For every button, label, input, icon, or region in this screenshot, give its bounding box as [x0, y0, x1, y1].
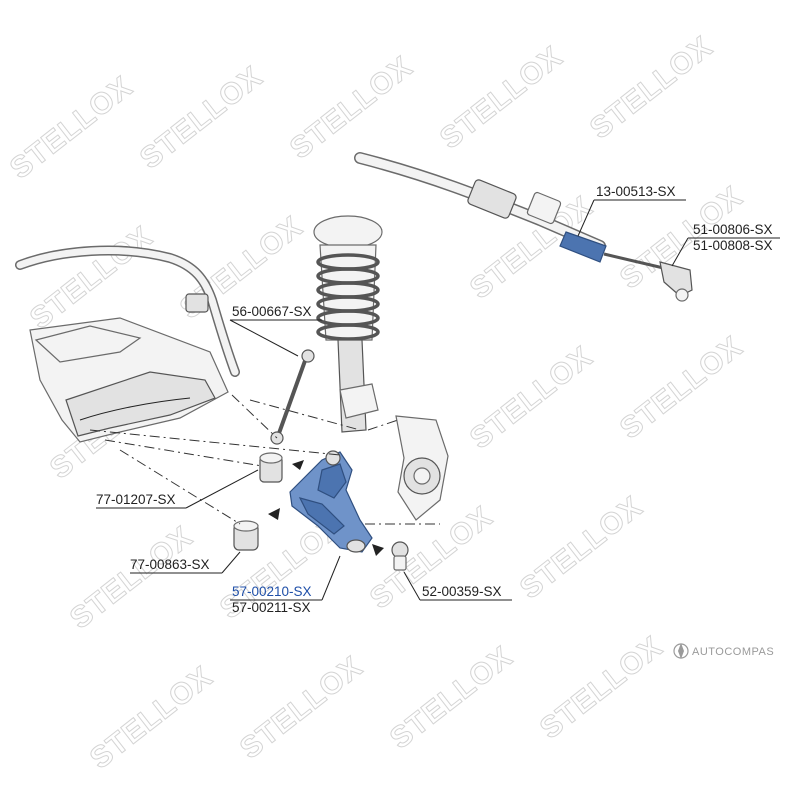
- watermark-stamp: STELLOX: [64, 520, 199, 635]
- front-bushing: [233, 520, 259, 551]
- steering-knuckle: [395, 415, 449, 521]
- label-control-arm-left[interactable]: 57-00210-SX: [232, 584, 312, 599]
- watermark-stamp: STELLOX: [134, 60, 269, 175]
- label-tie-rod-end-left[interactable]: 51-00806-SX: [693, 222, 773, 237]
- stabilizer-link: [270, 349, 315, 445]
- label-stabilizer-link[interactable]: 56-00667-SX: [232, 304, 312, 319]
- brand-text: AUTOCOMPAS: [692, 646, 774, 658]
- watermark-stamp: STELLOX: [464, 340, 599, 455]
- watermark-stamp: STELLOX: [234, 650, 369, 765]
- watermark-stamp: STELLOX: [4, 70, 139, 185]
- watermark-stamp: STELLOX: [514, 490, 649, 605]
- rear-bushing: [259, 452, 283, 483]
- stabilizer-bar: [15, 245, 240, 377]
- subframe: [29, 317, 229, 443]
- tie-rod-end: [659, 261, 693, 302]
- label-tie-rod-end-right[interactable]: 51-00808-SX: [693, 238, 773, 253]
- brand-logo: AUTOCOMPAS: [673, 643, 774, 659]
- watermark-stamp: STELLOX: [24, 220, 159, 335]
- label-bushing-front[interactable]: 77-00863-SX: [130, 557, 210, 572]
- part-labels: 13-00513-SX 51-00806-SX 51-00808-SX 56-0…: [96, 184, 773, 615]
- assembly-lines: [89, 394, 440, 525]
- control-arm: [289, 450, 373, 553]
- leader-lines: [96, 199, 780, 601]
- ball-joint: [391, 541, 409, 571]
- strut-spring: [313, 215, 383, 433]
- label-steering-rack[interactable]: 13-00513-SX: [596, 184, 676, 199]
- label-bushing-rear[interactable]: 77-01207-SX: [96, 492, 176, 507]
- assembly-arrows: [268, 460, 384, 556]
- watermark-stamp: STELLOX: [384, 640, 519, 755]
- label-ball-joint[interactable]: 52-00359-SX: [422, 584, 502, 599]
- steering-rack: [354, 152, 673, 272]
- label-control-arm-right[interactable]: 57-00211-SX: [232, 600, 311, 615]
- spring-coil: [316, 323, 380, 341]
- watermark-stamp: STELLOX: [84, 660, 219, 775]
- watermark-stamp: STELLOX: [584, 30, 719, 145]
- watermark-stamp: STELLOX: [284, 50, 419, 165]
- watermark-stamp: STELLOX: [614, 330, 749, 445]
- watermark-stamp: STELLOX: [434, 40, 569, 155]
- compass-icon: [673, 643, 689, 659]
- watermark-stamp: STELLOX: [534, 630, 669, 745]
